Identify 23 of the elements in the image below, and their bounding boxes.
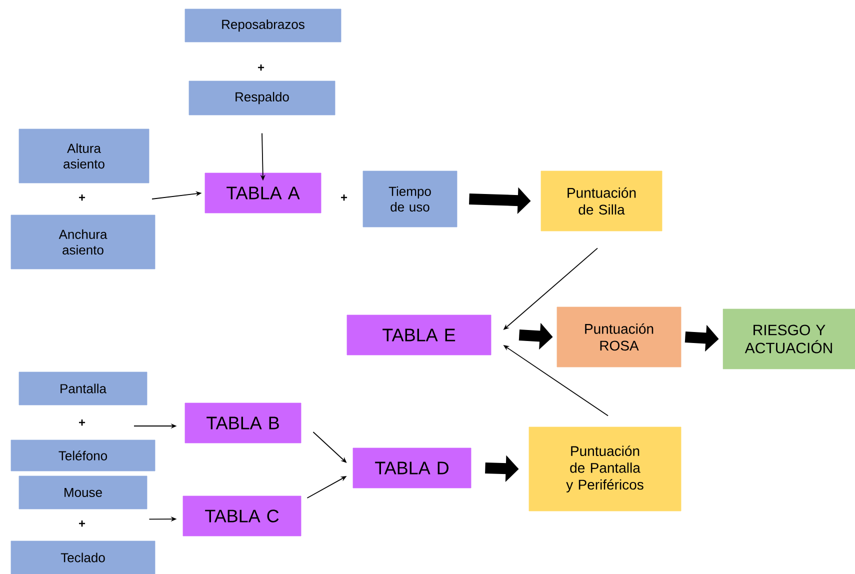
plus-sign: + bbox=[79, 520, 86, 527]
input-box: Altura asiento bbox=[18, 128, 150, 184]
input-box: Mouse bbox=[18, 476, 148, 510]
plus-sign: + bbox=[341, 194, 348, 201]
table-box: TABLA E bbox=[346, 314, 492, 356]
input-box: Teléfono bbox=[10, 440, 156, 472]
table-box: TABLA D bbox=[352, 448, 472, 488]
plus-sign: + bbox=[79, 419, 86, 426]
table-box: TABLA B bbox=[184, 402, 302, 444]
result-box: RIESGO Y ACTUACIÓN bbox=[722, 308, 855, 370]
score-box: Puntuación de Silla bbox=[540, 170, 662, 232]
input-box: Teclado bbox=[10, 540, 156, 574]
table-box: TABLA C bbox=[182, 496, 302, 536]
input-box: Anchura asiento bbox=[10, 214, 156, 270]
input-box: Pantalla bbox=[18, 372, 148, 406]
plus-sign: + bbox=[79, 194, 86, 201]
plus-sign: + bbox=[258, 64, 264, 71]
input-box: Tiempo de uso bbox=[362, 170, 458, 228]
input-box: Respaldo bbox=[188, 80, 336, 116]
score-box: Puntuación de Pantalla y Periféricos bbox=[528, 426, 682, 512]
score-box: Puntuación ROSA bbox=[556, 306, 682, 368]
table-box: TABLA A bbox=[204, 172, 322, 214]
input-box: Reposabrazos bbox=[184, 8, 342, 42]
